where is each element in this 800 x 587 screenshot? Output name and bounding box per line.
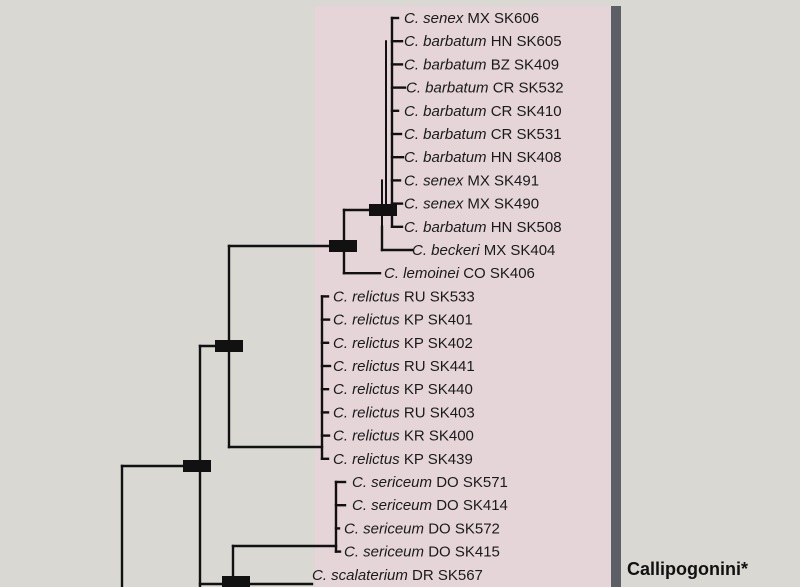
taxon-label: C. relictus KP SK439 — [333, 451, 473, 468]
taxon-label: C. relictus KP SK402 — [333, 335, 473, 352]
taxon-label: C. senex MX SK606 — [404, 10, 539, 27]
taxon-species: C. lemoinei — [384, 265, 460, 282]
taxon-locality: KP SK402 — [400, 335, 473, 352]
taxon-locality: MX SK490 — [463, 196, 539, 213]
taxon-locality: DR SK567 — [408, 567, 483, 584]
taxon-label: C. beckeri MX SK404 — [412, 242, 555, 259]
taxon-species: C. relictus — [333, 335, 400, 352]
taxon-locality: KP SK439 — [400, 451, 473, 468]
support-node-marker — [215, 340, 243, 352]
taxon-label: C. barbatum BZ SK409 — [404, 56, 559, 73]
taxon-species: C. senex — [404, 196, 464, 213]
taxon-label: C. senex MX SK491 — [404, 172, 539, 189]
taxon-species: C. relictus — [333, 358, 400, 375]
taxon-locality: CO SK406 — [459, 265, 535, 282]
support-node-marker — [329, 240, 357, 252]
taxon-label: C. sericeum DO SK415 — [344, 544, 500, 561]
taxon-label: C. senex MX SK490 — [404, 196, 539, 213]
taxon-label: C. sericeum DO SK572 — [344, 520, 500, 537]
support-node-marker — [183, 460, 211, 472]
taxon-locality: CR SK532 — [489, 80, 564, 97]
taxon-label: C. sericeum DO SK571 — [352, 474, 508, 491]
taxon-locality: MX SK491 — [463, 172, 539, 189]
taxon-label: C. barbatum HN SK508 — [404, 219, 562, 236]
taxon-locality: RU SK533 — [400, 288, 475, 305]
taxon-species: C. relictus — [333, 404, 400, 421]
support-node-marker — [369, 204, 397, 216]
taxon-locality: MX SK606 — [463, 10, 539, 27]
taxon-species: C. barbatum — [404, 56, 487, 73]
taxon-locality: HN SK605 — [487, 33, 562, 50]
taxon-label: C. relictus KP SK401 — [333, 312, 473, 329]
taxon-label: C. relictus RU SK441 — [333, 358, 475, 375]
taxon-locality: KP SK401 — [400, 312, 473, 329]
taxon-label: C. lemoinei CO SK406 — [384, 265, 535, 282]
taxon-locality: MX SK404 — [480, 242, 556, 259]
clade-shading — [315, 6, 612, 587]
support-node-markers — [183, 204, 397, 587]
taxon-species: C. barbatum — [406, 80, 489, 97]
taxon-species: C. barbatum — [404, 103, 487, 120]
taxon-label: C. sericeum DO SK414 — [352, 497, 508, 514]
taxon-species: C. relictus — [333, 428, 400, 445]
support-node-marker — [222, 576, 250, 587]
taxon-species: C. scalaterium — [312, 567, 408, 584]
taxon-label: C. barbatum CR SK532 — [406, 80, 564, 97]
tree-branches — [120, 16, 414, 587]
taxon-species: C. barbatum — [404, 126, 487, 143]
taxon-label: C. relictus KR SK400 — [333, 428, 474, 445]
taxon-species: C. senex — [404, 172, 464, 189]
taxon-species: C. barbatum — [404, 33, 487, 50]
taxon-species: C. sericeum — [344, 544, 424, 561]
taxon-label: C. barbatum HN SK605 — [404, 33, 562, 50]
taxon-locality: CR SK531 — [487, 126, 562, 143]
taxon-species: C. relictus — [333, 381, 400, 398]
taxon-label: C. scalaterium DR SK567 — [312, 567, 483, 584]
taxon-locality: DO SK415 — [424, 544, 500, 561]
taxon-species: C. relictus — [333, 451, 400, 468]
taxon-locality: RU SK441 — [400, 358, 475, 375]
taxon-label: C. relictus KP SK440 — [333, 381, 473, 398]
clade-label: Callipogonini* — [627, 559, 748, 579]
taxon-locality: DO SK414 — [432, 497, 508, 514]
clade-bar — [611, 6, 621, 587]
taxon-species: C. sericeum — [352, 474, 432, 491]
taxon-locality: BZ SK409 — [487, 56, 560, 73]
taxon-species: C. senex — [404, 10, 464, 27]
taxon-species: C. sericeum — [352, 497, 432, 514]
taxon-label: C. barbatum CR SK410 — [404, 103, 562, 120]
taxon-species: C. relictus — [333, 312, 400, 329]
taxon-locality: HN SK408 — [487, 149, 562, 166]
taxon-label: C. barbatum HN SK408 — [404, 149, 562, 166]
taxon-locality: DO SK571 — [432, 474, 508, 491]
taxon-locality: DO SK572 — [424, 520, 500, 537]
taxon-label: C. relictus RU SK533 — [333, 288, 475, 305]
taxon-label: C. barbatum CR SK531 — [404, 126, 562, 143]
taxon-locality: KR SK400 — [400, 428, 474, 445]
taxon-locality: CR SK410 — [487, 103, 562, 120]
taxon-locality: HN SK508 — [487, 219, 562, 236]
taxon-species: C. relictus — [333, 288, 400, 305]
taxon-species: C. sericeum — [344, 520, 424, 537]
taxon-species: C. barbatum — [404, 219, 487, 236]
taxon-label: C. relictus RU SK403 — [333, 404, 475, 421]
taxon-locality: RU SK403 — [400, 404, 475, 421]
taxon-species: C. beckeri — [412, 242, 480, 259]
taxon-species: C. barbatum — [404, 149, 487, 166]
taxon-locality: KP SK440 — [400, 381, 473, 398]
